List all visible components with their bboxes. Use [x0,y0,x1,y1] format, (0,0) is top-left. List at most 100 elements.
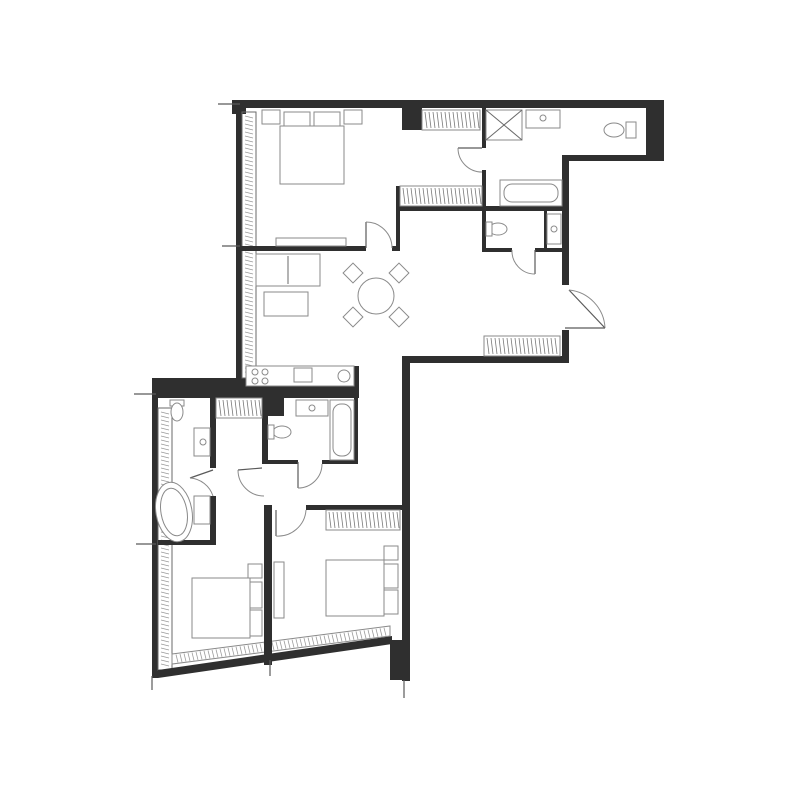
glazing-line [160,647,170,651]
wardrobe-hatch [526,337,530,355]
door-swing [275,509,307,537]
wardrobe-hatch [432,111,436,129]
wardrobe-hatch [402,187,406,205]
dining-table-icon [357,277,395,315]
glazing-line [307,637,311,646]
glazing-line [315,636,319,645]
wardrobe-hatch [542,337,546,355]
glazing-line [279,641,283,650]
glazing-line [160,431,170,435]
glazing-line [160,595,170,599]
wall-shared-right [354,398,358,464]
glazing-line [244,343,254,347]
glazing-line [244,251,254,255]
door-swing [457,147,483,173]
glazing-line [160,663,170,667]
glazing-line [247,645,251,654]
glazing-line [160,423,170,427]
glazing-line [244,207,254,211]
wardrobe-hatch [360,511,364,529]
glazing-line [244,179,254,183]
glazing-line [160,563,170,567]
wardrobe-hatch [442,187,446,205]
glazing-line [311,636,315,646]
glazing-line [244,267,254,271]
glazing-line [244,335,254,339]
double-bed-icon [279,125,345,185]
pillow-icon [249,609,263,637]
door-master-bath[interactable] [457,147,483,173]
wall-bottom-notch [390,640,410,680]
glazing-line [244,163,254,167]
door-corridor[interactable] [237,467,265,497]
door-leaf [237,467,263,471]
chair-icon [342,306,364,328]
wardrobe-hatch [506,337,510,355]
glazing-line [244,231,254,235]
wall-left-upper [236,100,242,380]
wall-bed3-top [306,505,406,510]
door-ensuite[interactable] [189,469,214,497]
wall-step-mid [402,356,569,363]
facade-bottom [158,625,392,678]
toilet-tank-icon [267,424,275,440]
glazing-line [183,653,187,662]
glazing-line [160,459,170,463]
wall-ensuite-right [210,398,216,468]
wardrobe-hatch [478,187,482,205]
glazing-line [160,571,170,575]
wardrobe-hatch [254,399,258,417]
wardrobe-hatch [230,399,234,417]
glazing-line [244,203,254,207]
glazing-line [160,467,170,471]
glazing-line [244,319,254,323]
wardrobe-hatch [452,111,456,129]
glazing-line [244,147,254,151]
wardrobe-hatch [502,337,506,355]
door-entrance[interactable] [565,289,606,329]
glazing-line [160,439,170,443]
door-bedroom-3[interactable] [275,509,307,537]
toilet-icon [603,122,625,138]
wall-right-upper [646,100,664,160]
wardrobe-hatch [472,111,476,129]
door-master-bedroom[interactable] [365,221,393,249]
glazing-line [160,623,170,627]
glazing-line [367,629,371,638]
wardrobe-hatch [226,399,230,417]
shower-cross [485,109,523,141]
wall-closet-bottom [396,206,486,211]
wardrobe-hatch [406,187,410,205]
glazing-line [231,647,235,656]
glazing-line [219,648,223,657]
door-wc[interactable] [511,249,536,275]
wardrobe-hatch [450,187,454,205]
glazing-line [375,628,379,637]
wall-master-bottom [236,246,366,251]
glazing-line [160,443,170,447]
glazing-line [160,651,170,655]
glazing-line [339,633,343,642]
glazing-line [160,635,170,639]
wardrobes [215,109,561,531]
wall-kitchen-right [354,366,359,398]
glazing-line [235,646,239,655]
wardrobe-hatch [436,111,440,129]
wardrobe-hatch [348,511,352,529]
glazing-line [244,355,254,359]
glazing-line [255,644,259,653]
glazing-line [244,199,254,203]
glazing-line [244,175,254,179]
door-shared-bath[interactable] [297,462,323,489]
wardrobe-hatch [530,337,534,355]
wardrobe-hatch [384,511,388,529]
glazing-line [287,640,291,649]
cooktop-burner-icon [261,368,269,376]
wardrobe-hatch [234,399,238,417]
wardrobe-hatch [372,511,376,529]
wardrobe-hatch [368,511,372,529]
wardrobe-hatch [242,399,246,417]
glazing-line [244,299,254,303]
sink-icon [193,495,211,525]
pillow-icon [383,563,399,589]
